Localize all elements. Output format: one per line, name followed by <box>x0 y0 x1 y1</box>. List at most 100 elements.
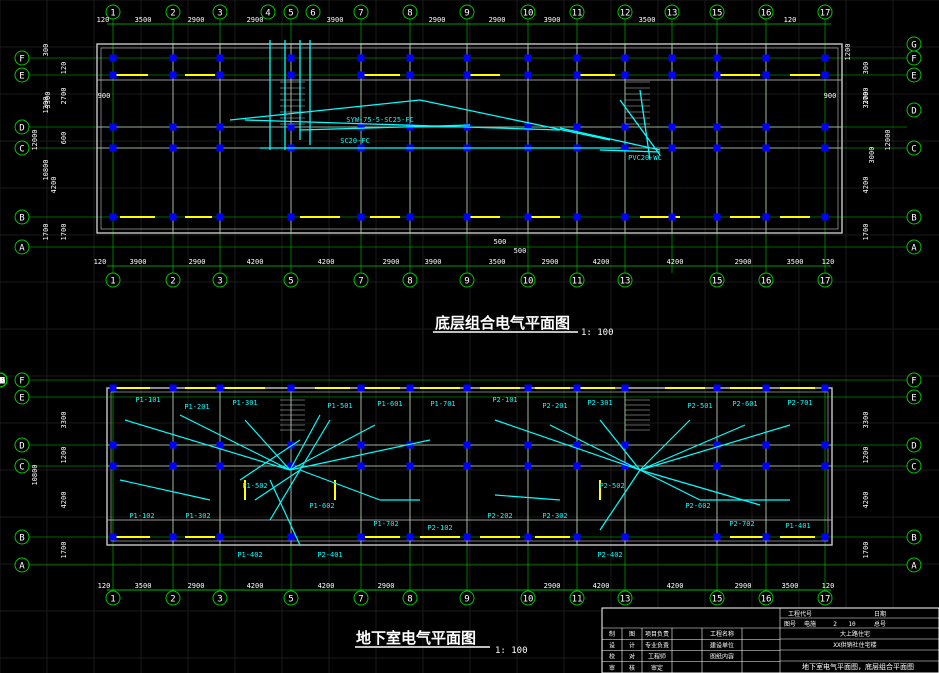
structural-column <box>621 384 629 392</box>
row-bubble-left-circle <box>14 50 30 66</box>
grid-bubble-bottom-circle <box>817 590 833 606</box>
structural-column <box>109 533 117 541</box>
structural-column <box>109 71 117 79</box>
tb-sub-text: 电施 <box>804 620 816 628</box>
structural-column <box>109 123 117 131</box>
top-dimension-text: 3500 <box>639 16 656 24</box>
grid-bubble-top-circle <box>212 4 228 20</box>
structural-column <box>762 384 770 392</box>
grid-bubble-bottom-circle <box>709 590 725 606</box>
tb-drawing-content: 地下室电气平面图，底层组合平面图 <box>802 662 914 671</box>
room-circuit-label: P1-302 <box>185 512 210 520</box>
row-bubble-left-label: A <box>19 562 25 572</box>
cable-label-sc20: SC20-FC <box>340 137 370 145</box>
grid-bubble-bottom-label: 2 <box>170 277 175 287</box>
structural-column <box>287 71 295 79</box>
grid-bubble-bottom-circle <box>758 272 774 288</box>
room-circuit-label: P1-601 <box>377 400 402 408</box>
grid-bubble-bottom-circle <box>105 272 121 288</box>
row-bubble-right-label: F <box>911 55 916 65</box>
electrical-wiring <box>639 419 691 471</box>
left-dimension-text: 10800 <box>31 464 39 485</box>
tb-cell-text: 核 <box>629 664 635 672</box>
electrical-wiring <box>299 469 381 501</box>
row-bubble-left-circle <box>14 557 30 573</box>
grid-bubble-top-label: 6 <box>310 9 315 19</box>
row-bubble-right-circle <box>906 209 922 225</box>
bottom-dimension-text: 120 <box>94 258 107 266</box>
structural-column <box>762 441 770 449</box>
electrical-wiring <box>179 414 291 471</box>
structural-column <box>216 213 224 221</box>
tb-cell-text: 校 <box>609 653 615 661</box>
electrical-wiring <box>419 99 611 141</box>
top-dimension-text: 2900 <box>247 16 264 24</box>
bottom-dimension-text: 2900 <box>735 258 752 266</box>
structural-column <box>762 213 770 221</box>
structural-column <box>621 54 629 62</box>
room-circuit-label: P2-102 <box>427 524 452 532</box>
structural-column <box>406 441 414 449</box>
grid-bubble-bottom-label: 10 <box>523 595 534 605</box>
electrical-wiring <box>289 439 431 471</box>
grid-bubble-bottom-label: 3 <box>217 277 222 287</box>
row-bubble-left-circle <box>14 209 30 225</box>
right-dimension-text: 300 <box>862 62 870 75</box>
electrical-wiring <box>494 419 641 471</box>
electrical-wiring <box>639 469 701 501</box>
grid-bubble-bottom-label: 17 <box>820 277 831 287</box>
structural-column <box>621 144 629 152</box>
row-bubble-left-label: E <box>19 394 24 404</box>
top-dimension-text: 3900 <box>544 16 561 24</box>
grid-bubble-bottom-circle <box>817 272 833 288</box>
row-bubble-right-label: C <box>911 463 916 473</box>
room-circuit-label: P1-501 <box>327 402 352 410</box>
grid-bubble-top-label: 8 <box>407 9 412 19</box>
structural-column <box>216 384 224 392</box>
electrical-wiring <box>239 439 301 481</box>
structural-column <box>524 123 532 131</box>
row-bubble-left-circle <box>14 529 30 545</box>
grid-bubble-top-circle <box>664 4 680 20</box>
room-circuit-label: P2-301 <box>587 399 612 407</box>
grid-bubble-top-label: 10 <box>0 377 5 387</box>
electrical-wiring <box>639 89 651 161</box>
structural-column <box>668 123 676 131</box>
grid-bubble-top-circle <box>758 4 774 20</box>
row-bubble-left-label: D <box>19 442 24 452</box>
plan1-scale: 1: 100 <box>581 328 614 338</box>
right-dimension-text: 3000 <box>868 147 876 164</box>
structural-column <box>109 441 117 449</box>
row-bubble-right-circle <box>906 239 922 255</box>
electrical-wiring <box>254 469 301 501</box>
structural-column <box>463 533 471 541</box>
structural-column <box>573 462 581 470</box>
structural-column <box>713 123 721 131</box>
row-bubble-right-label: E <box>911 394 916 404</box>
electrical-wiring <box>599 419 641 471</box>
room-circuit-label: P2-501 <box>687 402 712 410</box>
structural-column <box>216 533 224 541</box>
electrical-wiring <box>269 479 301 546</box>
room-circuit-label: P2-602 <box>685 502 710 510</box>
grid-bubble-top-circle <box>817 4 833 20</box>
top-dimension-text: 3500 <box>135 582 152 590</box>
bottom-dimension-text: 2900 <box>189 258 206 266</box>
top-dimension-text: 2900 <box>735 582 752 590</box>
electrical-wiring <box>494 494 561 501</box>
row-bubble-left-label: C <box>19 463 24 473</box>
cable-label-syw: SYW-75-5-SC25-FC <box>346 116 413 124</box>
grid-bubble-top-label: 17 <box>0 377 5 387</box>
structural-column <box>573 384 581 392</box>
grid-bubble-bottom-label: 16 <box>761 595 772 605</box>
structural-column <box>573 71 581 79</box>
grid-bubble-bottom-label: 8 <box>407 277 412 287</box>
structural-column <box>169 54 177 62</box>
structural-column <box>109 462 117 470</box>
structural-column <box>287 533 295 541</box>
bottom-dimension-text: 4200 <box>667 258 684 266</box>
top-dimension-text: 2900 <box>378 582 395 590</box>
grid-bubble-top-label: 4 <box>265 9 270 19</box>
room-circuit-label: P2-302 <box>542 512 567 520</box>
right-dimension-text: 1200 <box>862 447 870 464</box>
